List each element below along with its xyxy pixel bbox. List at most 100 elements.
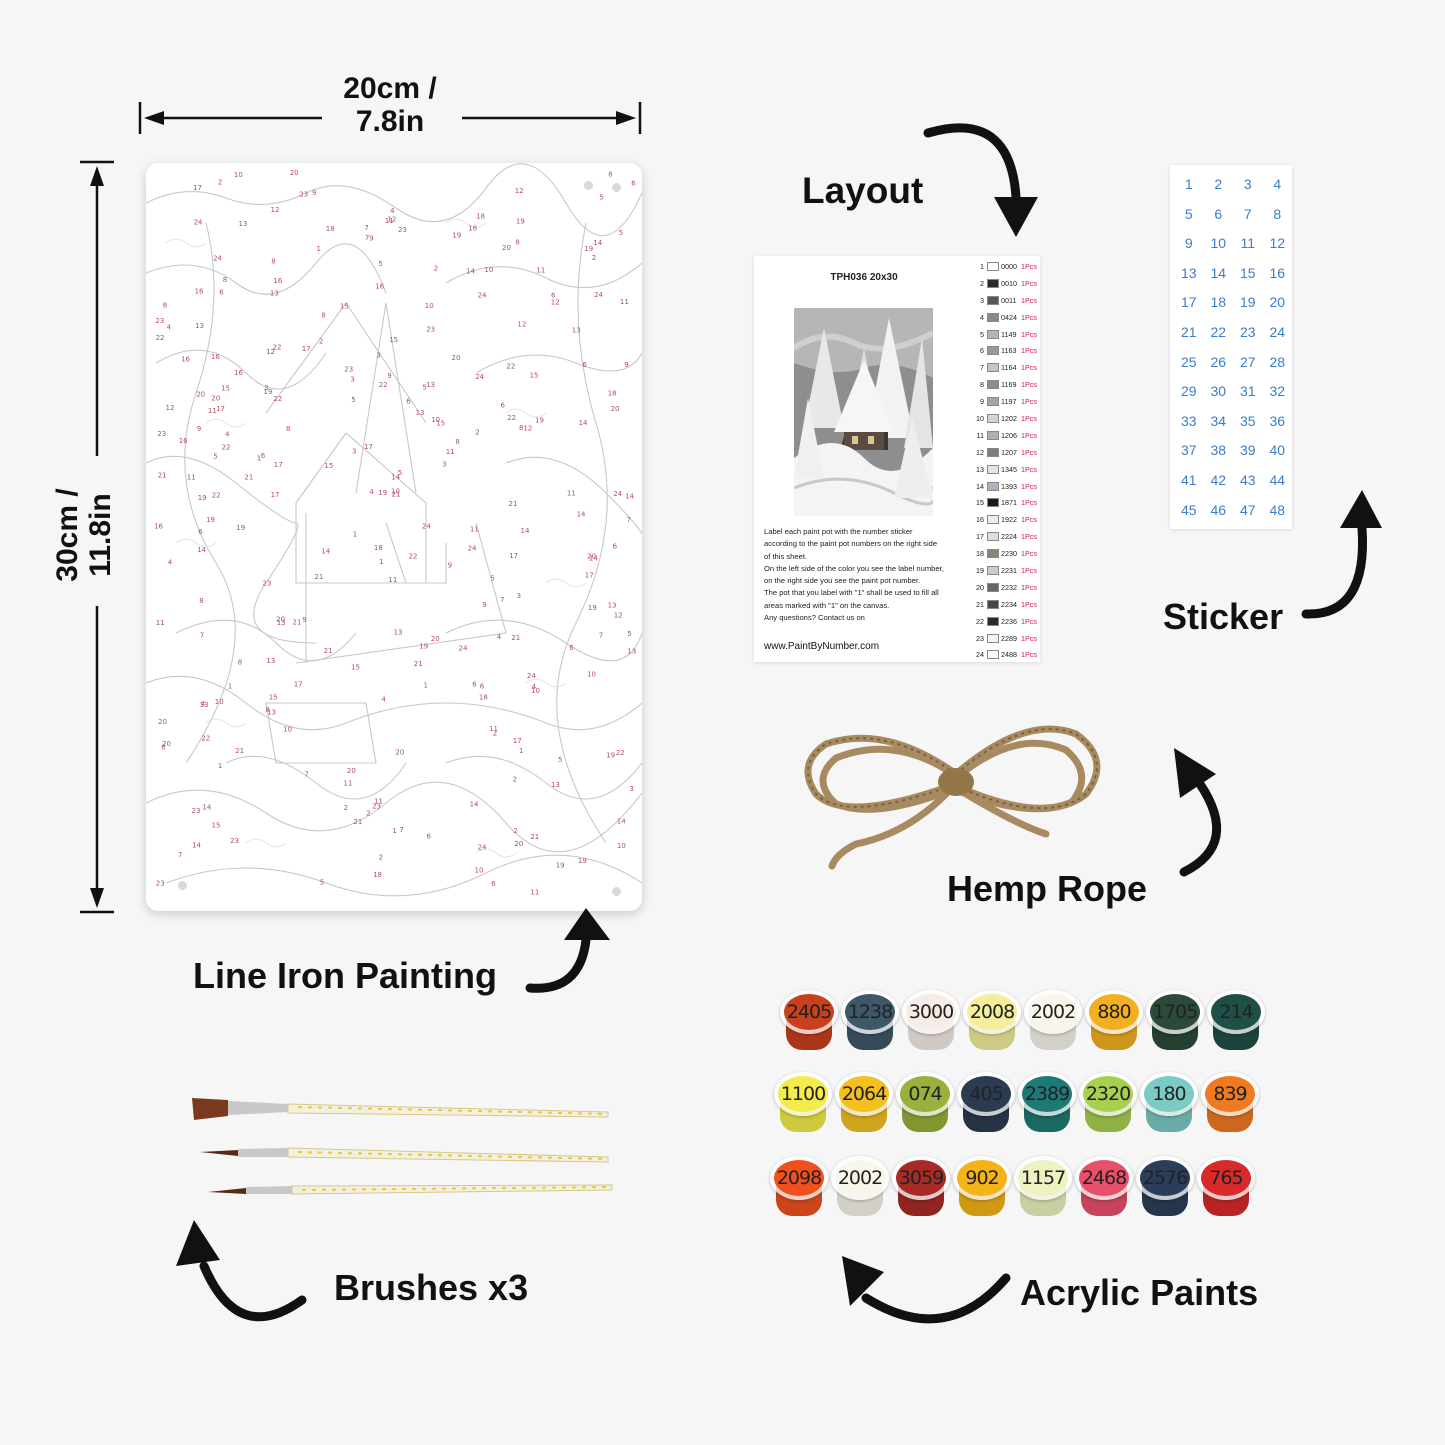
color-code: 1202 (1001, 413, 1017, 423)
canvas-region-number: 7 (365, 234, 369, 242)
sticker-number: 15 (1239, 264, 1256, 281)
canvas-region-number: 14 (579, 419, 588, 427)
height-dimension-arrow (80, 160, 114, 914)
canvas-region-number: 11 (620, 298, 629, 306)
canvas-region-number: 11 (156, 619, 165, 627)
color-swatch (987, 430, 999, 440)
color-swatch (987, 599, 999, 609)
sticker-number: 42 (1210, 471, 1227, 488)
canvas-region-number: 8 (608, 170, 612, 178)
canvas-region-number: 6 (491, 880, 496, 888)
canvas-region-number: 10 (215, 698, 224, 706)
canvas-region-number: 6 (631, 179, 636, 187)
paint-pot: 180 (1140, 1072, 1198, 1134)
canvas-region-number: 3 (517, 592, 521, 600)
canvas-region-number: 16 (234, 369, 243, 377)
canvas-region-number: 22 (616, 749, 625, 757)
canvas-region-number: 14 (466, 268, 475, 276)
canvas-region-number: 8 (199, 597, 203, 605)
color-swatch (987, 295, 999, 305)
color-swatch (987, 380, 999, 390)
color-number: 7 (980, 363, 984, 373)
canvas-region-number: 2 (218, 178, 222, 186)
canvas-region-number: 6 (427, 832, 432, 840)
color-code: 0424 (1001, 312, 1017, 322)
color-quantity: 1Pcs (1021, 515, 1037, 525)
canvas-region-number: 5 (351, 396, 355, 404)
canvas-region-number: 24 (613, 490, 622, 498)
color-code: 2234 (1001, 599, 1017, 609)
sticker-number: 30 (1210, 383, 1227, 400)
paint-pot: 2098 (770, 1156, 828, 1218)
canvas-region-number: 12 (517, 321, 526, 329)
canvas-region-number: 24 (475, 373, 484, 381)
canvas-region-number: 10 (617, 842, 626, 850)
canvas-region-number: 14 (391, 474, 400, 482)
canvas-region-number: 3 (630, 785, 634, 793)
canvas-region-number: 23 (155, 317, 164, 325)
color-swatch (987, 447, 999, 457)
color-number: 15 (976, 498, 984, 508)
canvas-region-number: 6 (472, 681, 477, 689)
color-swatch (987, 515, 999, 525)
line-iron-painting-label: Line Iron Painting (193, 955, 497, 996)
canvas-region-number: 20 (162, 740, 171, 748)
color-swatch (987, 312, 999, 322)
canvas-region-number: 22 (273, 344, 282, 352)
canvas-region-number: 23 (192, 807, 201, 815)
canvas-region-number: 1 (379, 558, 383, 566)
canvas-region-number: 5 (320, 879, 324, 887)
color-quantity: 1Pcs (1021, 599, 1037, 609)
color-number: 17 (976, 532, 984, 542)
color-quantity: 1Pcs (1021, 565, 1037, 575)
canvas-region-number: 19 (535, 417, 544, 425)
canvas-region-number: 11 (374, 798, 383, 806)
paint-pot: 2468 (1075, 1156, 1133, 1218)
color-code: 2231 (1001, 565, 1017, 575)
color-number: 24 (976, 650, 984, 660)
color-quantity: 1Pcs (1021, 380, 1037, 390)
canvas-region-number: 10 (531, 687, 540, 695)
canvas-region-number: 23 (230, 837, 239, 845)
sticker-number: 14 (1210, 264, 1227, 281)
color-swatch (987, 329, 999, 339)
canvas-region-number: 6 (480, 682, 485, 690)
canvas-region-number: 19 (236, 524, 245, 532)
color-swatch (987, 464, 999, 474)
paint-pot: 902 (953, 1156, 1011, 1218)
canvas-region-number: 21 (511, 634, 520, 642)
canvas-region-number: 10 (475, 867, 484, 875)
canvas-region-number: 21 (244, 473, 253, 481)
layout-sheet-title: TPH036 20x30 (830, 272, 898, 283)
canvas-region-number: 13 (608, 601, 617, 609)
canvas-region-number: 8 (265, 706, 269, 714)
canvas-region-number: 9 (369, 235, 373, 243)
sticker-number: 9 (1184, 235, 1193, 252)
paint-pot: 2405 (780, 990, 838, 1052)
brushes-image (192, 1098, 613, 1195)
canvas-region-number: 13 (572, 326, 581, 334)
canvas-region-number: 1 (353, 530, 357, 538)
canvas-region-number: 4 (167, 323, 172, 331)
canvas-region-number: 18 (326, 225, 335, 233)
layout-instructions: Label each paint pot with the number sti… (764, 526, 974, 624)
sticker-number: 33 (1180, 412, 1197, 429)
canvas-region-number: 12 (271, 206, 280, 214)
canvas-region-number: 8 (238, 658, 242, 666)
color-code: 0011 (1001, 295, 1017, 305)
canvas-region-number: 2 (319, 337, 323, 345)
canvas-region-number: 19 (452, 232, 461, 240)
canvas-region-number: 21 (392, 491, 401, 499)
color-code: 1345 (1001, 464, 1017, 474)
canvas-region-number: 12 (614, 611, 623, 619)
sticker-curved-arrow (1301, 490, 1382, 619)
canvas-region-number: 15 (212, 822, 221, 830)
paint-pot: 1157 (1014, 1156, 1072, 1218)
canvas-region-number: 13 (627, 647, 636, 655)
canvas-region-number: 1 (424, 682, 428, 690)
canvas-region-number: 19 (584, 245, 593, 253)
